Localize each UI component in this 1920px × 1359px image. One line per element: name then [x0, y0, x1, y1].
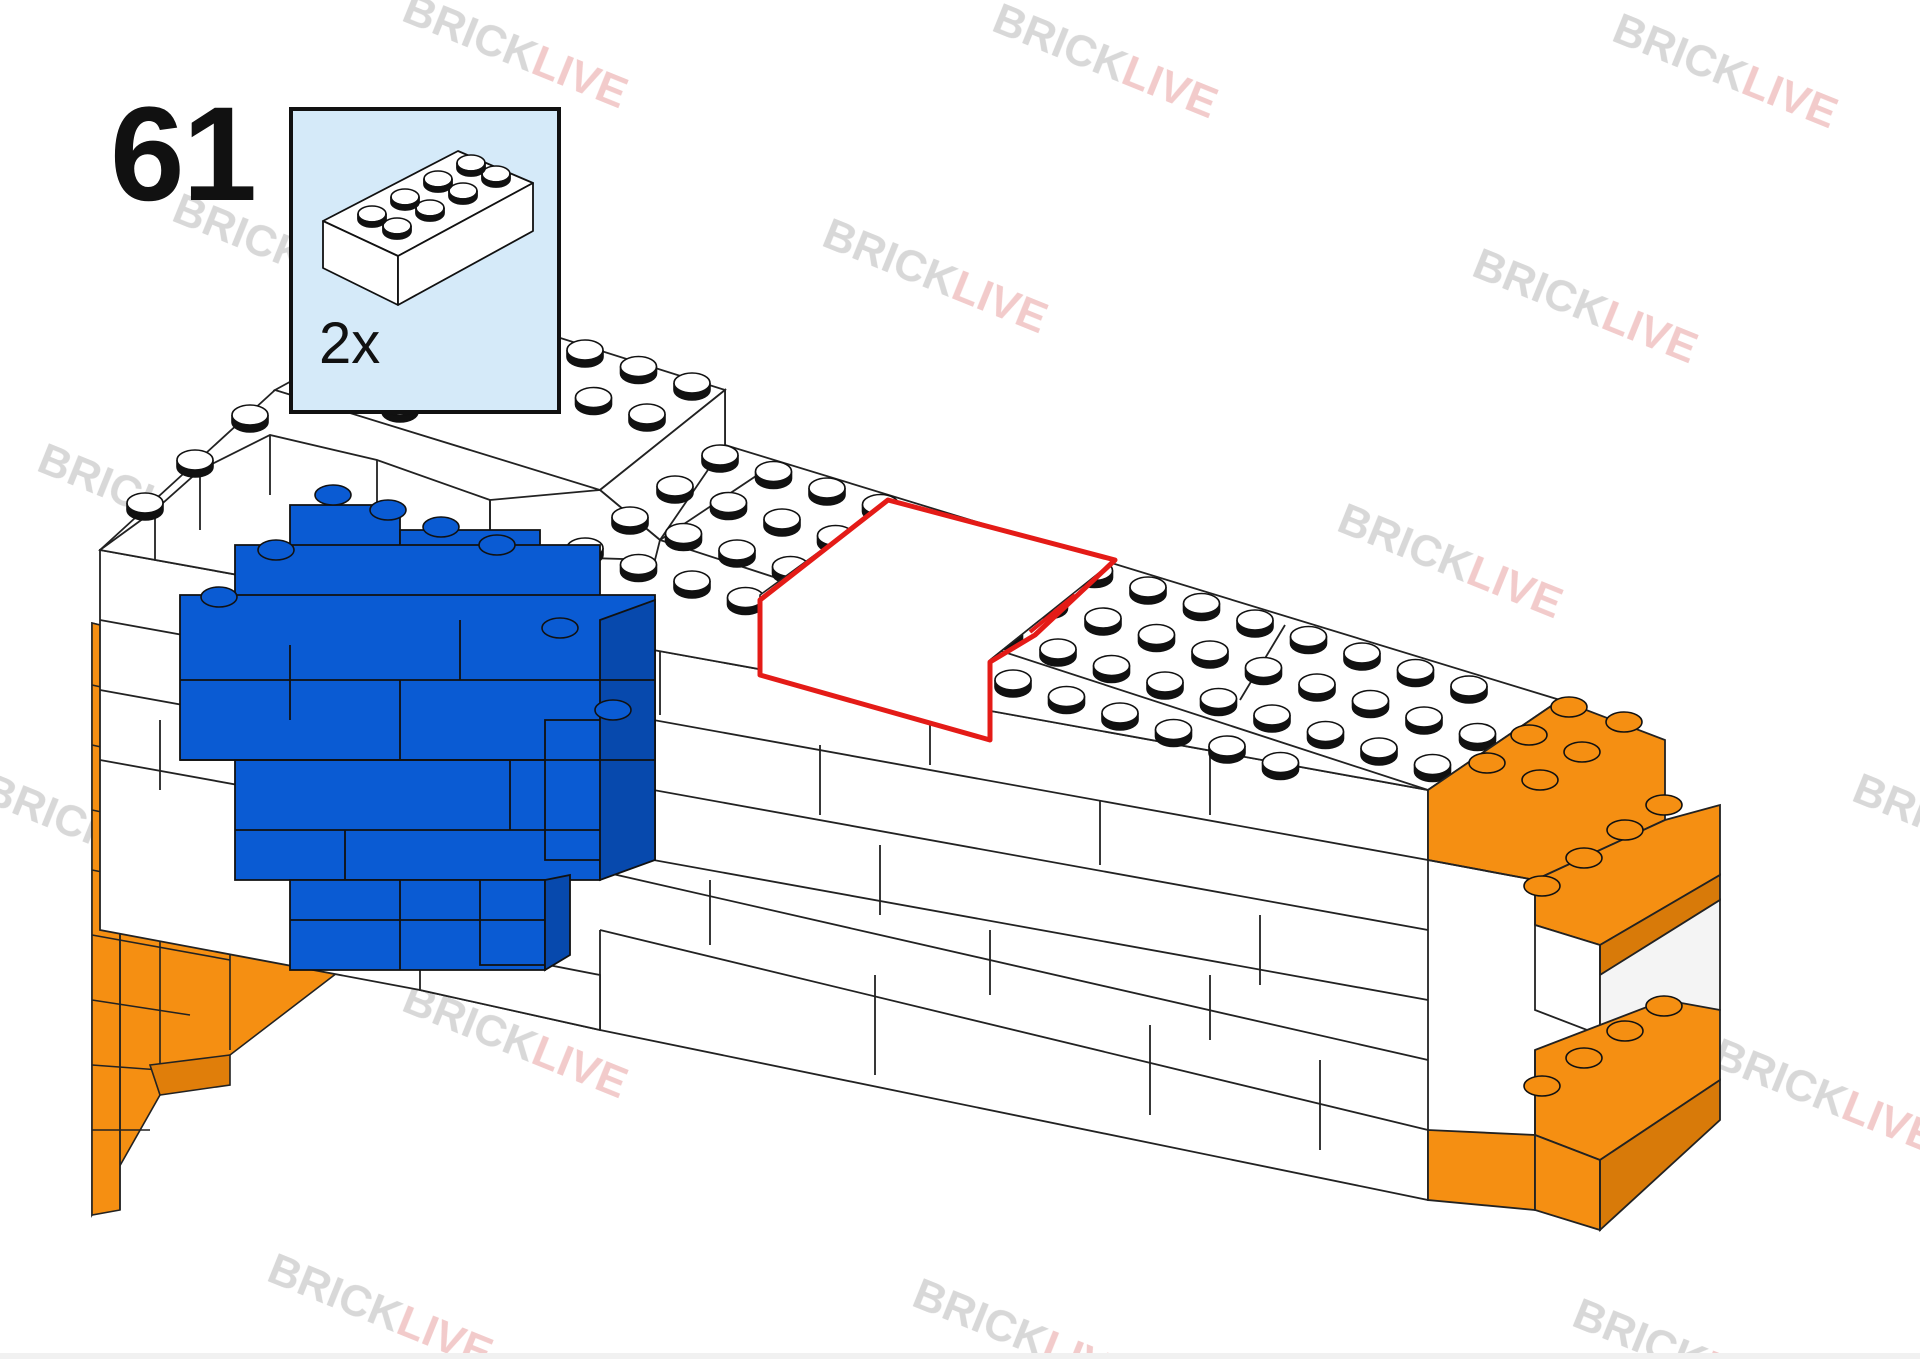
brick-stud: [1191, 640, 1229, 669]
brick-stud: [126, 492, 164, 521]
watermark-text: BRICKLIVE: [1846, 764, 1920, 898]
page-bottom-rule: [0, 1353, 1920, 1359]
brick-stud: [726, 586, 765, 616]
brick-stud: [1236, 609, 1274, 638]
brick-stud: [673, 372, 711, 401]
brick-stud: [763, 508, 801, 537]
new-bricks-highlight: [757, 497, 1118, 743]
brick-stud: [1396, 658, 1435, 688]
brick-stud: [1101, 702, 1139, 731]
part-quantity: 2x: [319, 311, 381, 376]
watermark-text: BRICKLIVE: [1606, 4, 1844, 138]
brick-stud: [656, 475, 694, 504]
brick-stud: [1092, 654, 1131, 684]
brick-stud: [628, 403, 666, 432]
brick-stud: [619, 355, 658, 385]
brick-stud: [574, 386, 613, 416]
brick-stud: [664, 522, 703, 552]
step-number: 61: [110, 80, 257, 229]
brick-stud: [611, 506, 649, 535]
brick-stud: [1084, 607, 1122, 636]
brick-stud: [994, 669, 1032, 698]
brick-stud: [1306, 720, 1345, 750]
watermark-text: BRICKLIVE: [1706, 1029, 1920, 1163]
brick-stud: [808, 477, 846, 506]
brick-stud: [1413, 753, 1452, 783]
brick-stud: [709, 491, 748, 521]
watermark-text: BRICKLIVE: [1331, 494, 1569, 628]
brick-stud: [1146, 671, 1184, 700]
brick-stud: [1343, 642, 1381, 671]
watermark-text: BRICKLIVE: [1566, 1289, 1804, 1359]
brick-stud: [718, 539, 756, 568]
watermark-text: BRICKLIVE: [1466, 239, 1704, 373]
brick-stud: [1253, 704, 1291, 733]
brick-stud: [1289, 625, 1328, 655]
part-2x4-brick-image: [322, 150, 534, 306]
brick-stud: [1458, 722, 1497, 752]
brick-stud: [1351, 689, 1390, 719]
watermark-text: BRICKLIVE: [906, 1269, 1144, 1359]
brick-stud: [1298, 673, 1336, 702]
right-orange-end: [1427, 696, 1721, 1233]
brick-stud: [1154, 718, 1193, 748]
brick-stud: [176, 449, 214, 478]
brick-stud: [1450, 675, 1488, 704]
brick-stud: [1244, 656, 1283, 686]
brick-stud: [673, 570, 711, 599]
brick-stud: [1137, 623, 1176, 653]
brick-stud: [701, 444, 739, 473]
brick-stud: [1261, 751, 1300, 781]
brick-stud: [754, 460, 793, 490]
brick-stud: [1039, 638, 1077, 667]
watermark-text: BRICKLIVE: [261, 1244, 499, 1359]
brick-stud: [1047, 685, 1086, 715]
brick-stud: [619, 553, 658, 583]
brick-stud: [1199, 687, 1238, 717]
brick-stud: [231, 404, 269, 433]
brick-stud: [1129, 576, 1167, 605]
watermark-text: BRICKLIVE: [816, 209, 1054, 343]
blue-emblem: [179, 484, 656, 972]
watermark-text: BRICKLIVE: [986, 0, 1224, 128]
brick-stud: [1405, 706, 1443, 735]
brick-stud: [1208, 735, 1246, 764]
brick-stud: [566, 339, 604, 368]
parts-callout: 2x: [289, 107, 561, 414]
brick-stud: [1182, 592, 1221, 622]
watermark-text: BRICKLIVE: [396, 0, 634, 118]
brick-stud: [1360, 737, 1398, 766]
